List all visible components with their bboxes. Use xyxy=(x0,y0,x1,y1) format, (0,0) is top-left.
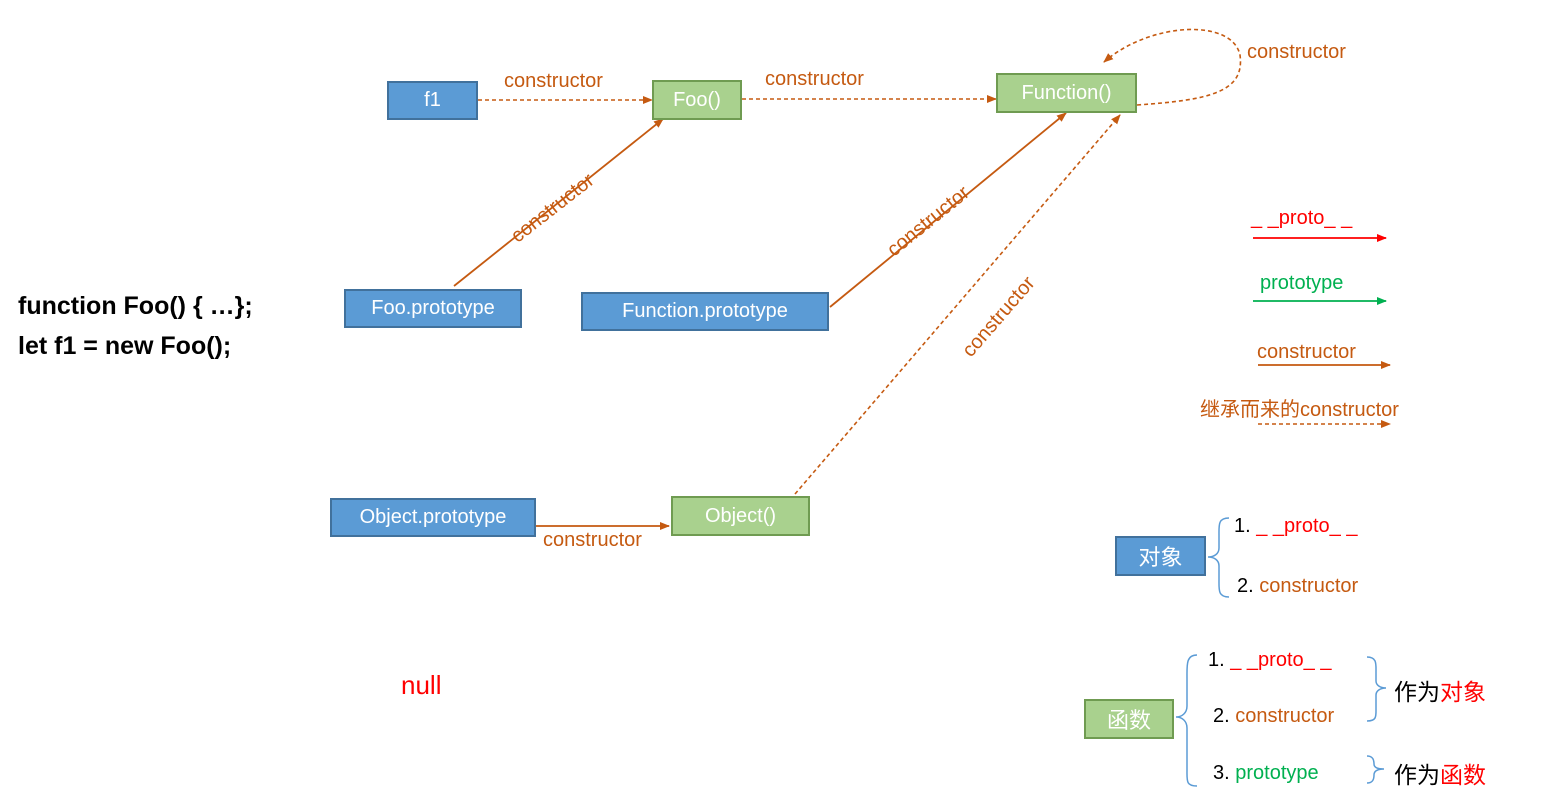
code-line-2: let f1 = new Foo(); xyxy=(18,332,232,360)
label-function-self: constructor xyxy=(1247,41,1346,63)
function-item-1: 1. _ _proto_ _ xyxy=(1208,649,1331,672)
function-item-3-num: 3. xyxy=(1213,762,1230,784)
legend-proto-label: _ _proto_ _ xyxy=(1251,207,1353,229)
legend-inherited-label: 继承而来的constructor xyxy=(1200,393,1399,422)
legend-inherited-prefix: 继承而来的 xyxy=(1200,399,1300,421)
object-item-2: 2. constructor xyxy=(1237,575,1358,598)
node-function[interactable]: Function() xyxy=(996,73,1137,113)
edge-function-self xyxy=(1103,28,1242,106)
label-f1-foo: constructor xyxy=(504,70,603,92)
as-function-text: 函数 xyxy=(1440,762,1486,788)
edge-fooproto-foo xyxy=(453,118,664,287)
function-item-1-num: 1. xyxy=(1208,649,1225,671)
label-foo-function: constructor xyxy=(765,68,864,90)
node-object-prototype[interactable]: Object.prototype xyxy=(330,498,536,537)
node-f1[interactable]: f1 xyxy=(387,81,478,120)
as-function-prefix: 作为 xyxy=(1394,762,1440,788)
function-item-3-text: prototype xyxy=(1235,762,1319,784)
node-foo-prototype[interactable]: Foo.prototype xyxy=(344,289,522,328)
node-foo[interactable]: Foo() xyxy=(652,80,742,120)
label-objproto-object: constructor xyxy=(543,529,642,551)
as-function-label: 作为函数 xyxy=(1394,756,1486,790)
legend-inherited-suffix: constructor xyxy=(1300,399,1399,421)
function-item-1-text: _ _proto_ _ xyxy=(1230,649,1332,671)
object-item-2-text: constructor xyxy=(1259,575,1359,597)
function-item-2-text: constructor xyxy=(1235,705,1335,727)
as-function-brace xyxy=(1366,755,1385,784)
function-item-3: 3. prototype xyxy=(1213,762,1319,785)
legend-prototype-label: prototype xyxy=(1260,272,1344,294)
as-object-brace xyxy=(1366,656,1387,722)
legend-constructor-label: constructor xyxy=(1257,341,1356,363)
as-object-text: 对象 xyxy=(1440,679,1486,705)
edge-funcproto-function xyxy=(829,112,1067,308)
as-object-label: 作为对象 xyxy=(1394,673,1486,707)
function-brace xyxy=(1175,654,1198,787)
object-item-1-text: _ _proto_ _ xyxy=(1256,515,1358,537)
code-line-1: function Foo() { …}; xyxy=(18,292,253,320)
object-item-1: 1. _ _proto_ _ xyxy=(1234,515,1357,538)
as-object-prefix: 作为 xyxy=(1394,679,1440,705)
object-item-2-num: 2. xyxy=(1237,575,1254,597)
object-item-1-num: 1. xyxy=(1234,515,1251,537)
function-item-2-num: 2. xyxy=(1213,705,1230,727)
node-function-prototype[interactable]: Function.prototype xyxy=(581,292,829,331)
node-null: null xyxy=(401,670,442,700)
node-object[interactable]: Object() xyxy=(671,496,810,536)
object-label-box: 对象 xyxy=(1115,536,1206,576)
object-brace xyxy=(1207,517,1230,598)
edge-object-function xyxy=(794,114,1121,495)
function-label-box: 函数 xyxy=(1084,699,1174,739)
function-item-2: 2. constructor xyxy=(1213,705,1334,728)
